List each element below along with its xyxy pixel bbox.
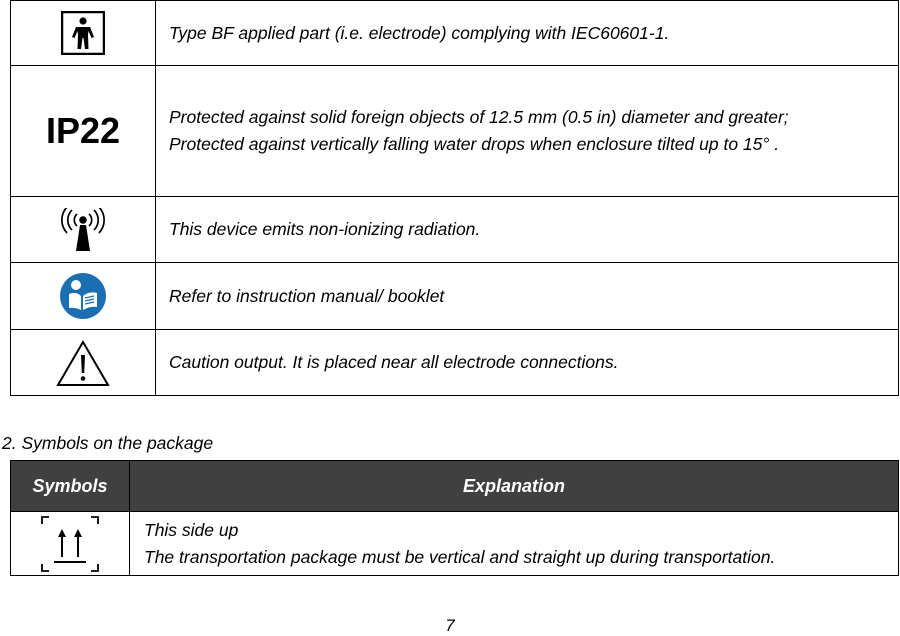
- symbol-cell: [10, 196, 156, 263]
- symbol-cell: [10, 329, 156, 396]
- explanation-cell: Type BF applied part (i.e. electrode) co…: [155, 0, 899, 66]
- ip22-rating-icon: IP22: [46, 110, 120, 151]
- explanation-cell: Protected against solid foreign objects …: [155, 65, 899, 197]
- explanation-line: The transportation package must be verti…: [144, 546, 776, 567]
- symbol-cell: [10, 0, 156, 66]
- explanation-line: This side up: [144, 519, 239, 540]
- table-row: Refer to instruction manual/ booklet: [10, 262, 899, 330]
- package-symbols-table: Symbols Explanation This side up The tra…: [10, 460, 899, 576]
- svg-text:IP22: IP22: [46, 110, 120, 151]
- non-ionizing-radiation-icon: [61, 207, 105, 251]
- symbol-cell: IP22: [10, 65, 156, 197]
- caution-warning-icon: [56, 339, 110, 386]
- column-header-symbols: Symbols: [10, 460, 130, 512]
- table-row: This side up The transportation package …: [10, 511, 899, 576]
- type-bf-applied-part-icon: [61, 11, 105, 55]
- explanation-cell: Refer to instruction manual/ booklet: [155, 262, 899, 330]
- table-row: This device emits non-ionizing radiation…: [10, 196, 899, 263]
- symbols-table: Type BF applied part (i.e. electrode) co…: [10, 0, 899, 396]
- instruction-manual-icon: [60, 273, 106, 319]
- section-heading: 2. Symbols on the package: [2, 433, 214, 453]
- explanation-cell: Caution output. It is placed near all el…: [155, 329, 899, 396]
- explanation-line: Protected against solid foreign objects …: [169, 107, 789, 127]
- symbol-cell: [10, 262, 156, 330]
- explanation-line: Protected against vertically falling wat…: [169, 134, 780, 154]
- table-row: Type BF applied part (i.e. electrode) co…: [10, 0, 899, 66]
- explanation-cell: This device emits non-ionizing radiation…: [155, 196, 899, 263]
- page-number: 7: [445, 616, 455, 635]
- table-row: IP22 Protected against solid foreign obj…: [10, 65, 899, 197]
- this-side-up-icon: [41, 515, 99, 572]
- explanation-cell: This side up The transportation package …: [129, 511, 899, 576]
- column-header-explanation: Explanation: [129, 460, 899, 512]
- table-header-row: Symbols Explanation: [10, 460, 899, 512]
- symbol-cell: [10, 511, 130, 576]
- table-row: Caution output. It is placed near all el…: [10, 329, 899, 396]
